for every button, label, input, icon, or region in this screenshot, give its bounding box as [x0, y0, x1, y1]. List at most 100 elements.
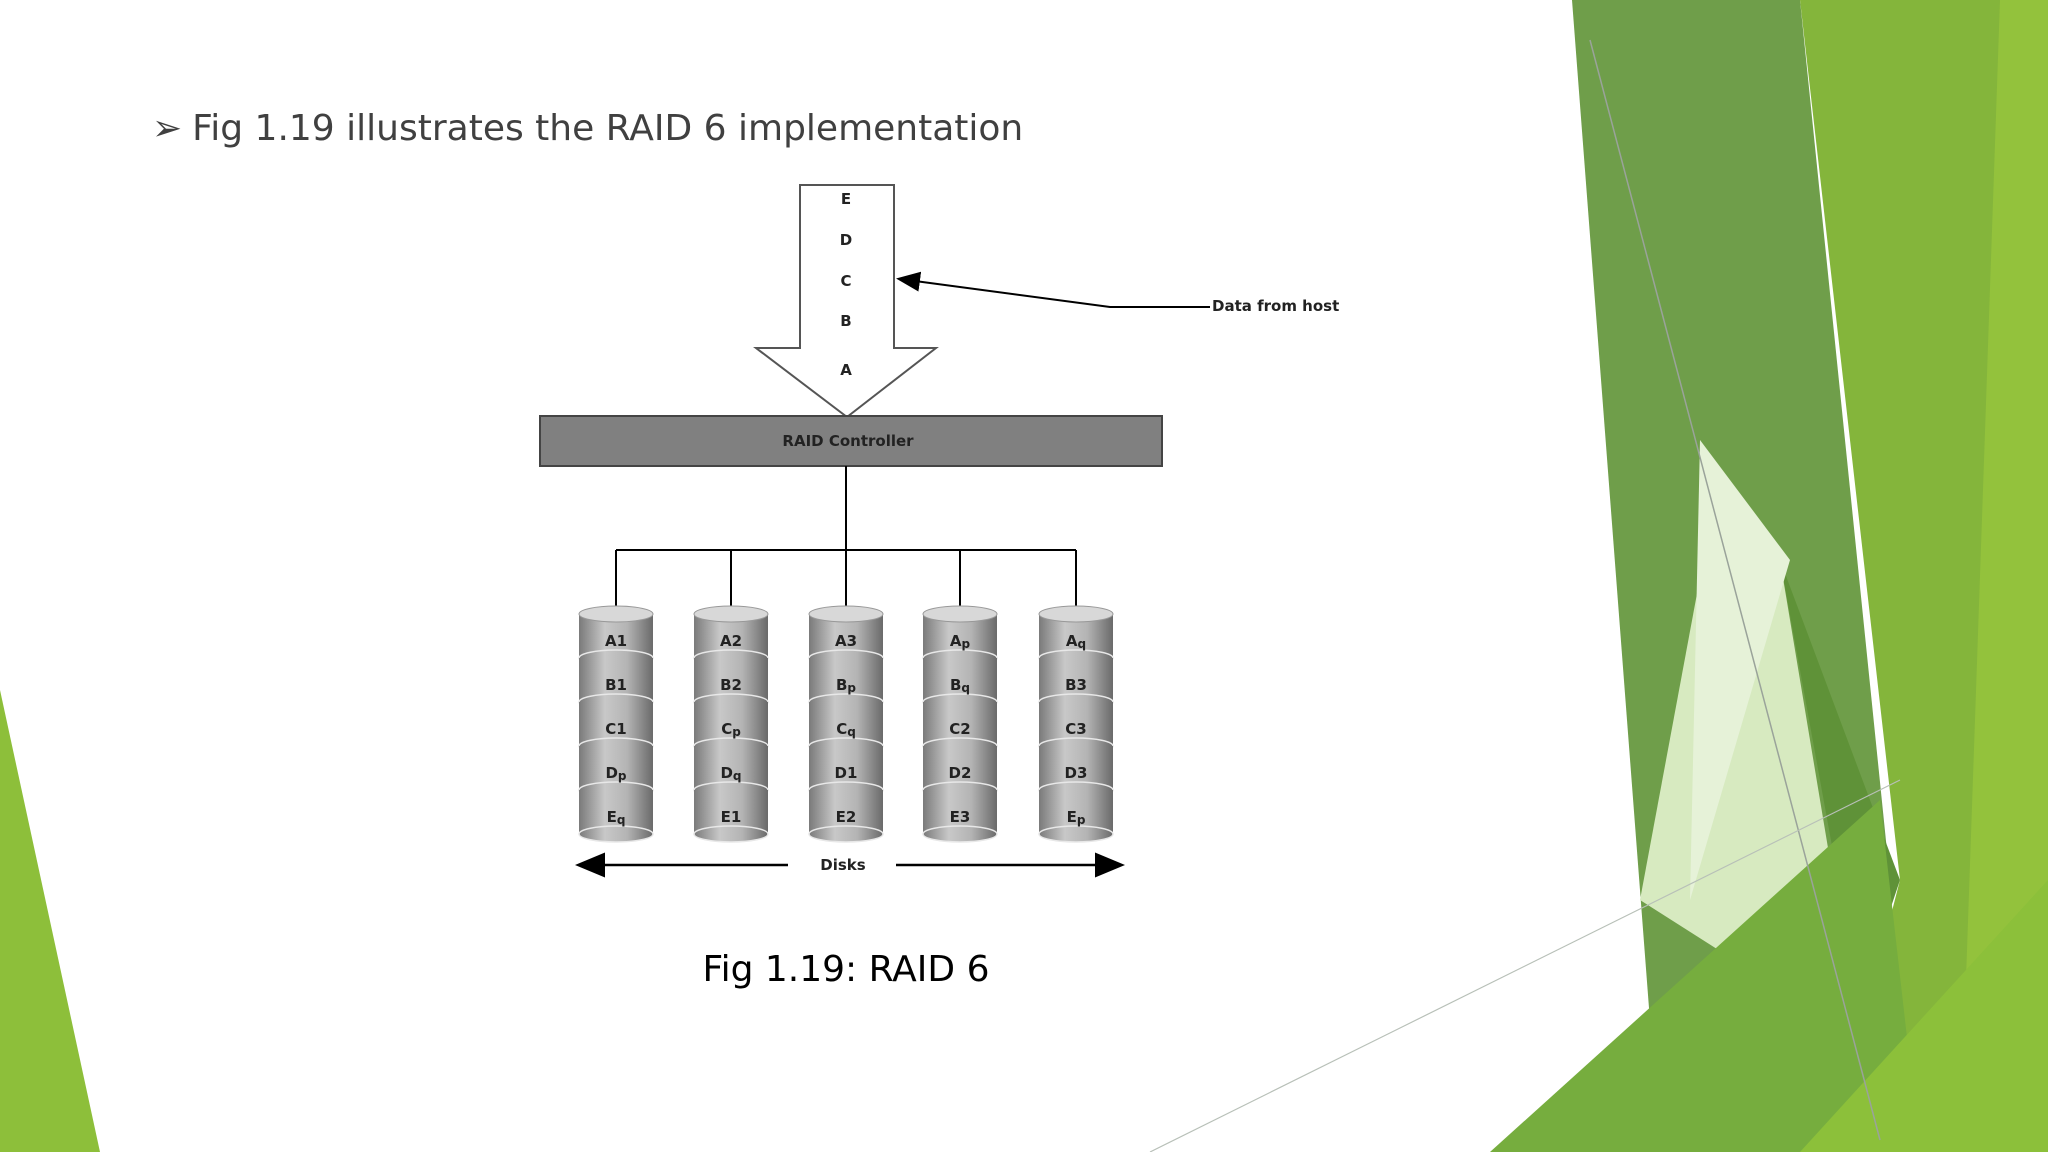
block-letter: D	[605, 764, 617, 782]
block-index: 2	[960, 720, 970, 738]
disk-block-label: A1	[605, 632, 627, 650]
disk-top-cap	[1038, 605, 1114, 623]
block-index: 1	[617, 632, 627, 650]
block-letter: E	[721, 808, 731, 826]
disk-segment-edge	[808, 825, 884, 843]
host-data-arrow	[753, 184, 939, 419]
disk-block-label: A2	[720, 632, 742, 650]
disk-block-label: C2	[949, 720, 970, 738]
block-letter: D	[1065, 764, 1077, 782]
block-index: 3	[1077, 764, 1087, 782]
block-letter: B	[720, 676, 731, 694]
block-index: 2	[961, 764, 971, 782]
block-letter: B	[836, 676, 847, 694]
disk-block-label: Cp	[721, 720, 741, 739]
host-block-d: D	[840, 231, 852, 249]
bullet-point: ➢Fig 1.19 illustrates the RAID 6 impleme…	[152, 108, 1023, 149]
block-letter: D	[949, 764, 961, 782]
block-index: 3	[1077, 676, 1087, 694]
disk-block-label: B2	[720, 676, 742, 694]
block-letter: C	[721, 720, 732, 738]
block-index: q	[961, 681, 970, 695]
block-index: p	[962, 637, 971, 651]
block-letter: A	[835, 632, 847, 650]
disk-block-label: Bp	[836, 676, 856, 695]
block-index: p	[732, 725, 741, 739]
block-letter: C	[949, 720, 960, 738]
block-letter: B	[950, 676, 961, 694]
block-index: 3	[960, 808, 970, 826]
block-index: 1	[847, 764, 857, 782]
disk-block-label: Aq	[1066, 632, 1086, 651]
block-index: 3	[847, 632, 857, 650]
disk-block-label: Ap	[950, 632, 971, 651]
block-letter: B	[1065, 676, 1076, 694]
disk-block-label: Ep	[1067, 808, 1086, 827]
left-green-triangle	[0, 690, 100, 1152]
block-letter: E	[1067, 808, 1077, 826]
right-bottom-green-2	[1800, 880, 2048, 1152]
host-label: Data from host	[1212, 297, 1339, 315]
disk-segment-edge	[578, 825, 654, 843]
block-index: 3	[1076, 720, 1086, 738]
block-letter: A	[720, 632, 732, 650]
block-letter: A	[950, 632, 962, 650]
block-letter: E	[836, 808, 846, 826]
right-pale-triangle-2	[1690, 440, 1790, 900]
bullet-arrow-icon: ➢	[152, 108, 183, 149]
host-block-e: E	[841, 190, 851, 208]
block-index: q	[847, 725, 856, 739]
disk-block-label: D2	[949, 764, 972, 782]
bullet-text: Fig 1.19 illustrates the RAID 6 implemen…	[192, 108, 1024, 149]
block-index: 1	[731, 808, 741, 826]
block-letter: D	[835, 764, 847, 782]
block-index: q	[733, 769, 742, 783]
disk-block-label: C3	[1065, 720, 1086, 738]
disk-block-label: Dq	[720, 764, 741, 783]
host-block-c: C	[840, 272, 851, 290]
block-letter: A	[605, 632, 617, 650]
connector-lines	[615, 466, 1077, 608]
disk-top-cap	[578, 605, 654, 623]
disk-block-label: Dp	[605, 764, 626, 783]
right-bottom-green	[1490, 800, 1920, 1152]
block-index: 1	[616, 720, 626, 738]
block-letter: A	[1066, 632, 1078, 650]
host-block-b: B	[840, 312, 851, 330]
disk-top-cap	[693, 605, 769, 623]
thin-diagonal-2	[1149, 779, 1901, 1152]
disk-block-label: C1	[605, 720, 626, 738]
raid6-diagram: E D C B A Data from host RAID Controller…	[539, 184, 1339, 878]
right-light-band	[1960, 0, 2048, 1152]
disk-block-label: D3	[1065, 764, 1088, 782]
block-index: 2	[732, 676, 742, 694]
disk-segment-edge	[693, 825, 769, 843]
disk-top-cap	[922, 605, 998, 623]
disk-block-label: Eq	[607, 808, 626, 827]
disk-block-label: E2	[836, 808, 857, 826]
disk-segment-edge	[922, 825, 998, 843]
disk-top-cap	[808, 605, 884, 623]
host-pointer-line	[896, 271, 1210, 308]
disks-label: Disks	[820, 856, 865, 874]
thin-diagonal-1	[1589, 39, 1881, 1141]
disk-block-label: B1	[605, 676, 627, 694]
block-letter: E	[950, 808, 960, 826]
raid-controller-box	[539, 415, 1163, 467]
disk-segment-edge	[1038, 825, 1114, 843]
disk-block-label: D1	[835, 764, 858, 782]
block-index: p	[1077, 813, 1086, 827]
disk-block-label: B3	[1065, 676, 1087, 694]
disk-block-label: Cq	[836, 720, 856, 739]
block-index: q	[1078, 637, 1087, 651]
disk-block-label: A3	[835, 632, 857, 650]
block-letter: C	[836, 720, 847, 738]
host-block-a: A	[840, 361, 852, 379]
disk-block-label: E1	[721, 808, 742, 826]
block-letter: E	[607, 808, 617, 826]
